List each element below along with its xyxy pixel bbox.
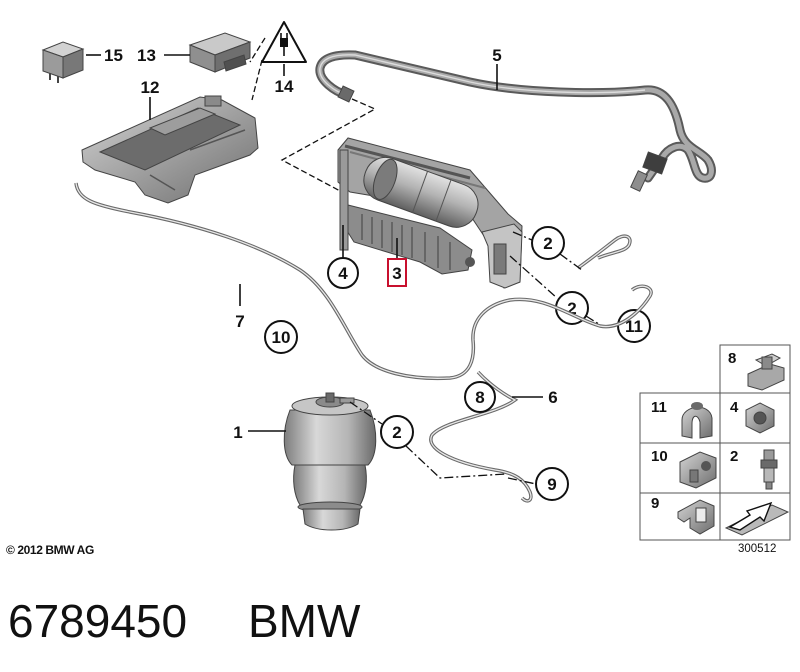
callout-label: 2 (567, 299, 576, 318)
reference-line (251, 59, 263, 101)
callout-3-highlighted: 3 (387, 238, 407, 287)
small-parts-legend: 8 11 4 10 2 (639, 344, 791, 541)
callout-12: 12 (141, 78, 160, 120)
callout-label: 4 (338, 264, 348, 283)
compressor-motor (363, 156, 479, 228)
callout-2-lower: 2 (349, 401, 507, 479)
callout-label: 3 (392, 264, 401, 283)
callout-9: 9 (507, 467, 569, 501)
warning-plug-icon (261, 21, 307, 63)
reference-line (249, 37, 266, 63)
callout-6: 6 (512, 388, 558, 407)
air-spring-part (283, 392, 377, 531)
part-number-caption: 6789450 (8, 595, 187, 647)
legend-cell-valve: 2 (730, 448, 778, 490)
callout-label: 12 (141, 78, 160, 97)
legend-label: 4 (730, 399, 739, 416)
callout-label: 11 (625, 317, 643, 336)
brand-caption: BMW (248, 595, 361, 647)
callout-11: 11 (617, 309, 651, 343)
legend-cell-nut: 4 (730, 399, 775, 434)
legend-label: 11 (651, 399, 667, 416)
callout-8: 8 (464, 381, 496, 413)
callout-label: 7 (235, 312, 244, 331)
callout-label: 13 (137, 46, 156, 65)
air-line-6-part (429, 370, 533, 503)
callout-5: 5 (492, 46, 502, 90)
legend-cell-clip: 8 (728, 350, 785, 391)
callout-label: 5 (492, 46, 501, 65)
callout-label: 1 (233, 423, 242, 442)
legend-label: 2 (730, 448, 738, 465)
legend-label: 9 (651, 495, 659, 512)
legend-cell-clamp: 11 (651, 399, 713, 439)
direction-arrow-icon (724, 501, 790, 536)
legend-cell-holder: 10 (651, 448, 717, 489)
legend-cell-clip-small: 9 (651, 495, 715, 535)
callout-label: 9 (547, 475, 556, 494)
callout-label: 8 (475, 388, 484, 407)
callout-label: 2 (543, 234, 552, 253)
callout-10: 10 (264, 320, 298, 354)
legend-label: 10 (651, 448, 668, 465)
callout-label: 2 (392, 423, 401, 442)
bracket-tray-part (81, 95, 259, 204)
control-module-part (188, 32, 252, 73)
callout-2-upper: 2 (512, 226, 583, 271)
callout-4: 4 (327, 225, 359, 289)
callout-label: 10 (272, 328, 291, 347)
callout-7: 7 (235, 284, 245, 331)
copyright-text: © 2012 BMW AG (6, 543, 94, 557)
air-line-7-part (74, 182, 653, 381)
callout-15: 15 (86, 46, 123, 65)
callout-label: 6 (548, 388, 557, 407)
hose-part (315, 50, 716, 192)
legend-label: 8 (728, 350, 736, 367)
illustration-number: 300512 (738, 543, 776, 555)
tube-part (576, 234, 632, 270)
callout-label: 15 (104, 46, 123, 65)
reference-line (280, 98, 377, 193)
callout-label: 14 (275, 77, 294, 96)
compressor-assembly-part (337, 137, 523, 289)
callout-13: 13 (137, 46, 190, 65)
callout-1: 1 (233, 423, 286, 442)
callout-2-middle: 2 (509, 255, 603, 327)
highlight-box (387, 258, 407, 287)
callout-14: 14 (275, 64, 294, 96)
relay-part (41, 41, 85, 83)
